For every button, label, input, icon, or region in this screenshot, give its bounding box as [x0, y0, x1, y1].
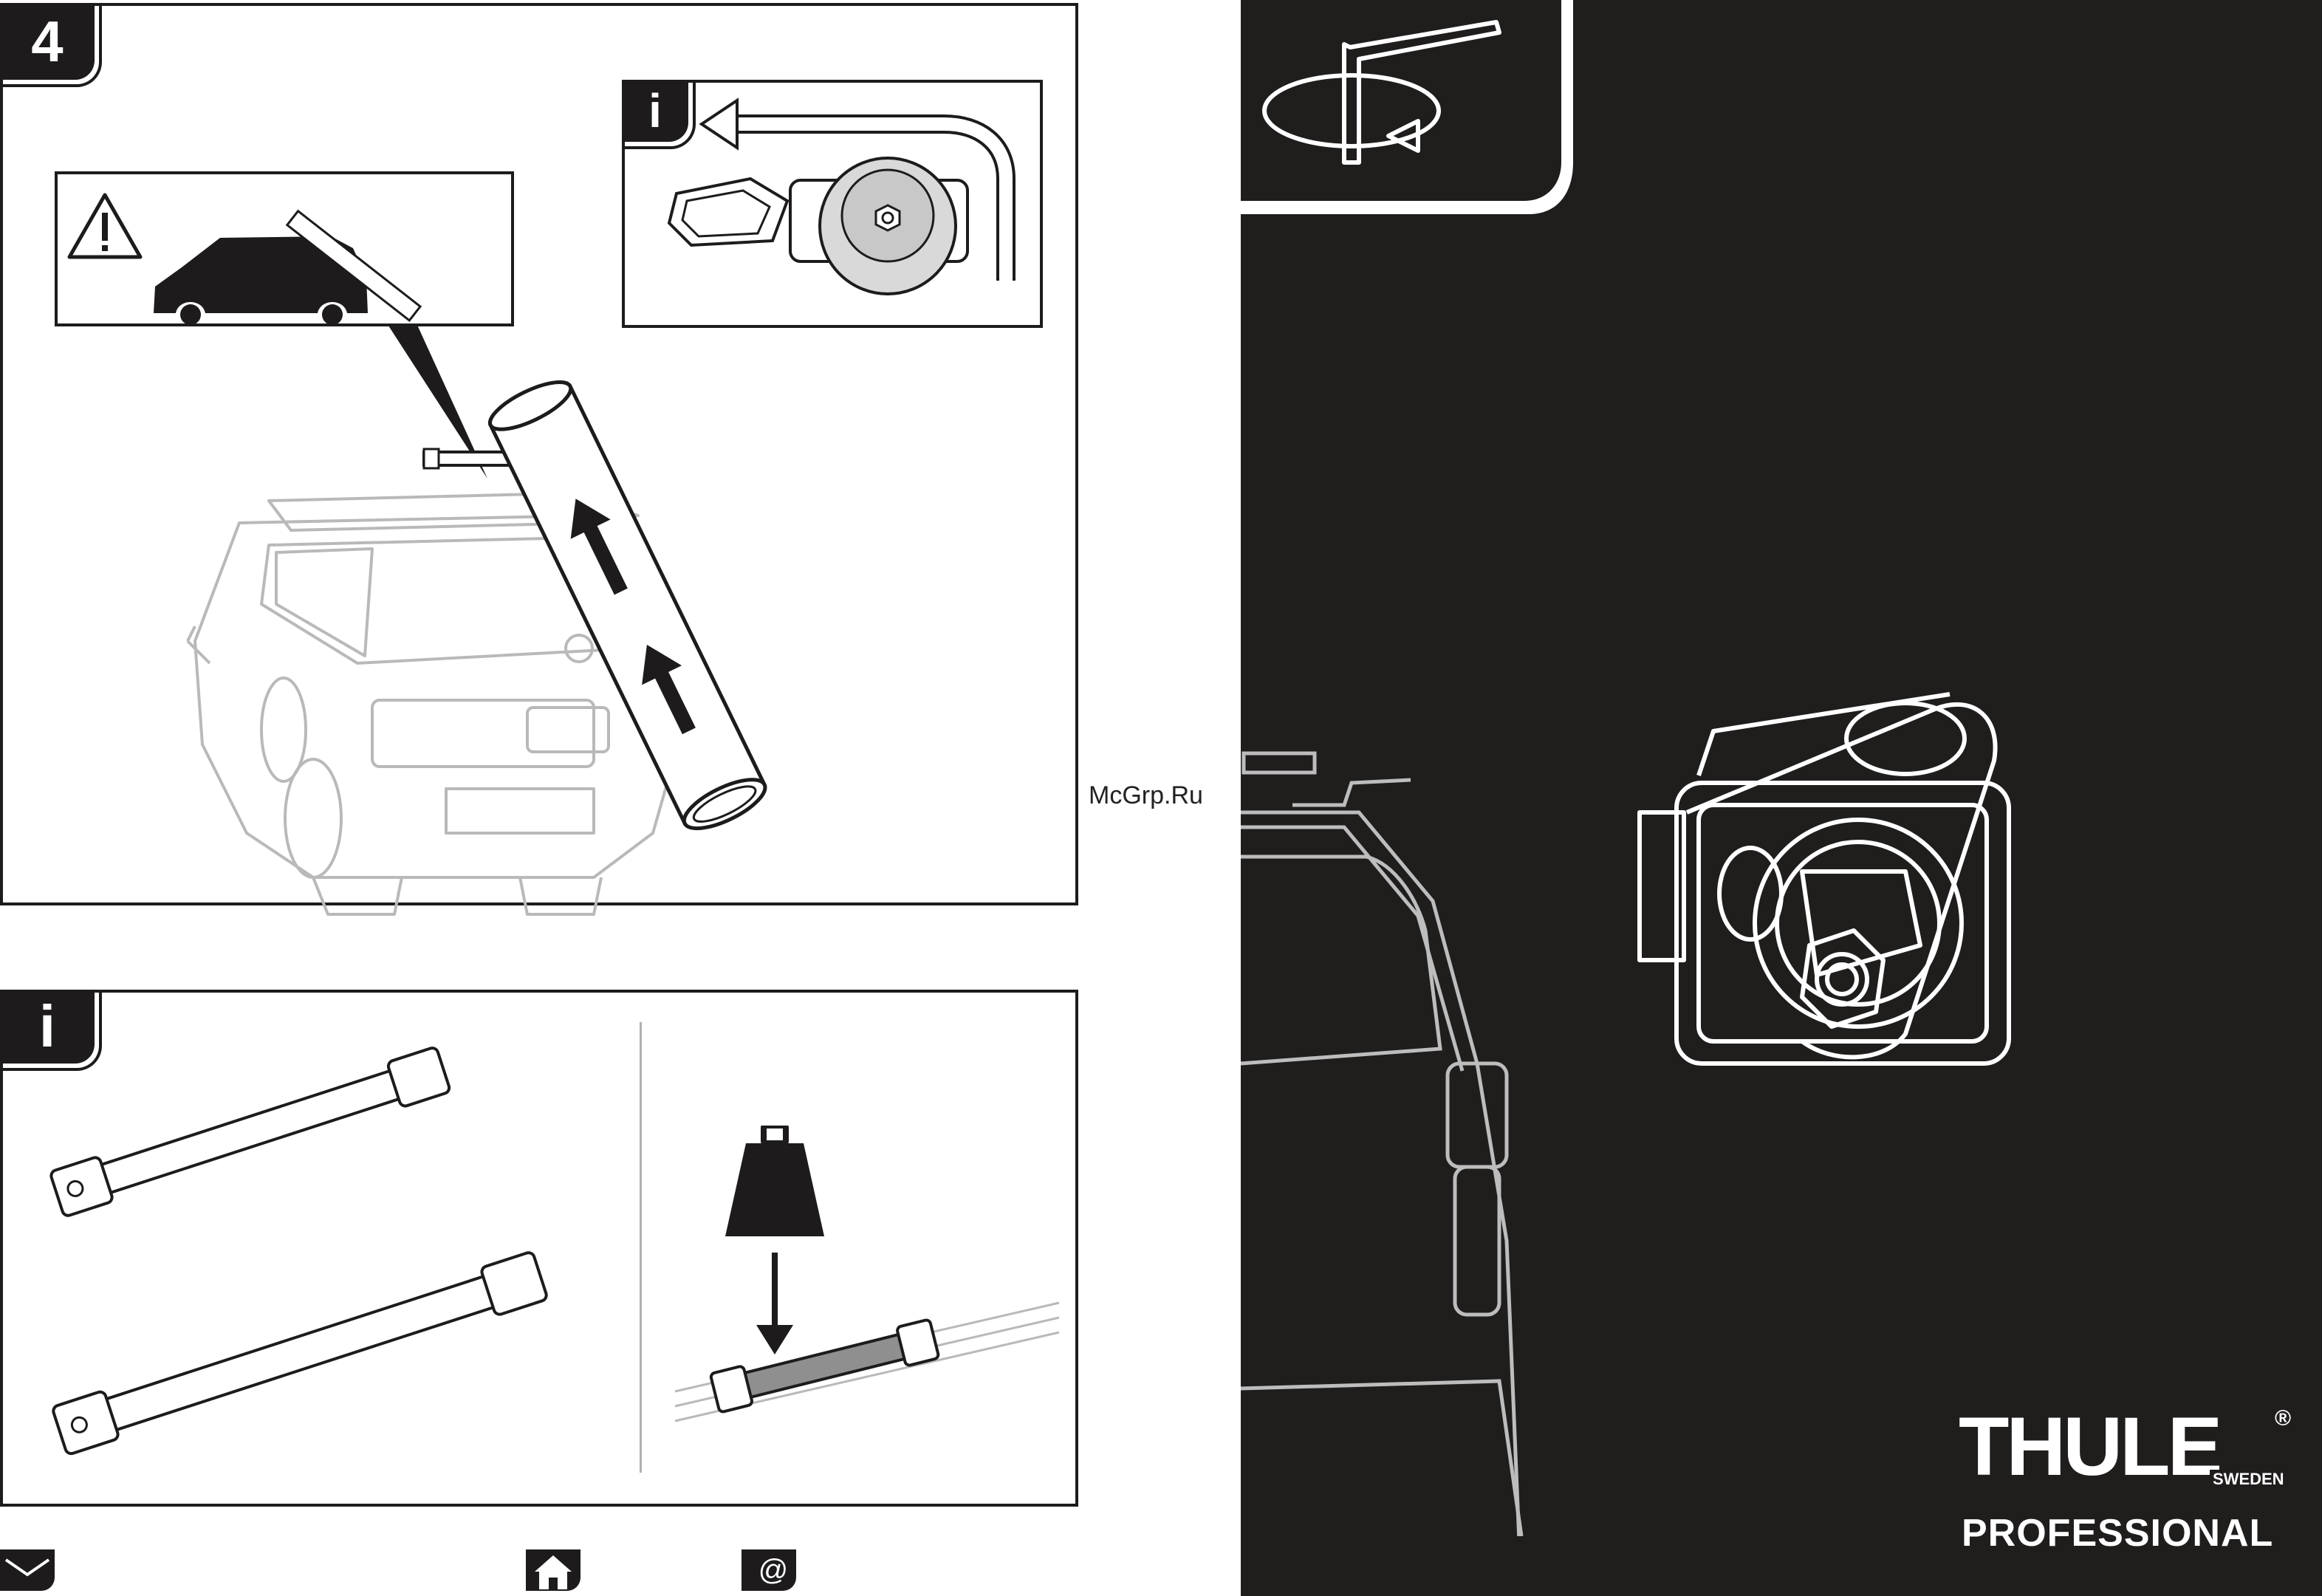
- nut-icon: [876, 205, 900, 230]
- info-badge-label: i: [648, 83, 662, 138]
- brand-line: PROFESSIONAL: [1962, 1511, 2273, 1555]
- brand-logo: THULE ® SWEDEN: [1959, 1406, 2284, 1487]
- load-on-rail: [660, 1126, 1074, 1495]
- warning-inset: [55, 171, 514, 326]
- brand-country: SWEDEN: [2210, 1470, 2287, 1489]
- web-symbol: @: [758, 1554, 788, 1587]
- allen-key-inset: [1241, 0, 1580, 222]
- info-panel-bars: i: [0, 990, 1078, 1507]
- brand-registered: ®: [2275, 1406, 2291, 1431]
- arrow-down-icon: [756, 1325, 793, 1354]
- weight-icon: [725, 1126, 824, 1236]
- short-bar: [49, 1047, 451, 1217]
- step-number-badge: 4: [0, 3, 95, 80]
- brand-name: THULE: [1959, 1406, 2219, 1487]
- watermark: McGrp.Ru: [1089, 781, 1203, 810]
- home-icon[interactable]: [526, 1549, 580, 1591]
- cover-panel: THULE ® SWEDEN PROFESSIONAL: [1241, 0, 2322, 1596]
- envelope-icon[interactable]: [0, 1549, 55, 1591]
- zoomed-tube: [461, 375, 801, 848]
- long-bar: [52, 1251, 548, 1455]
- warning-illustration: [58, 174, 511, 323]
- warning-triangle-icon: [69, 195, 140, 257]
- step-number: 4: [31, 8, 63, 75]
- info-inset-rail: i: [622, 80, 1043, 328]
- bar-variants: [25, 1015, 616, 1487]
- info-badge: i: [622, 80, 688, 142]
- hex-nut-icon: [1802, 931, 1883, 1027]
- panel-divider: [640, 1022, 642, 1473]
- arrow-left-icon: [702, 100, 737, 148]
- at-sign-icon[interactable]: @: [742, 1549, 796, 1591]
- step-4-panel: 4 i: [0, 3, 1078, 905]
